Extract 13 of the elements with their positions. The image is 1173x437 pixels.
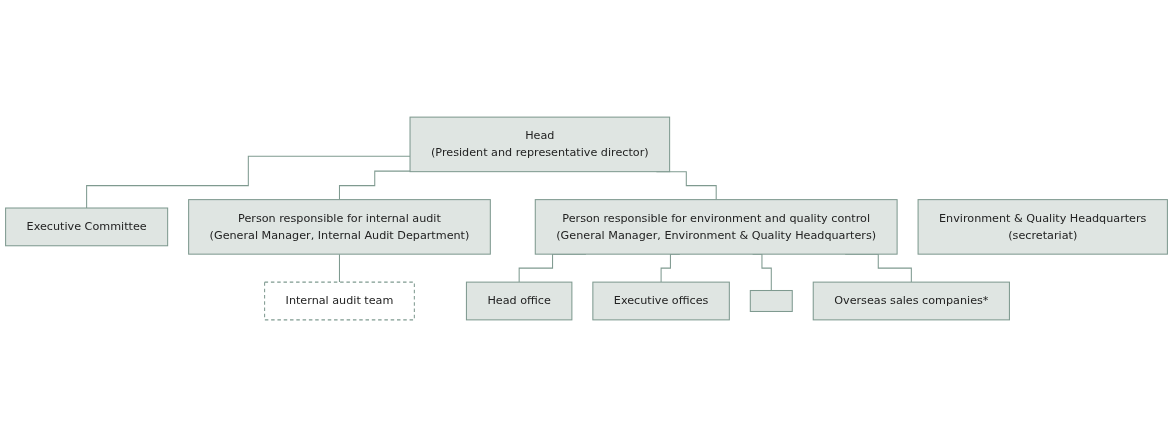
node-box: Person responsible for environment and quality control (General Manager, Environment & Quality Headquarters) — [534, 199, 898, 255]
node-box: Executive offices — [592, 281, 730, 321]
connector — [338, 253, 340, 283]
node-box: Executive Committee — [5, 207, 169, 247]
node-box: Head (President and representative director) — [409, 116, 671, 173]
node-box: Environment & Quality Headquarters (secretariat) — [917, 199, 1168, 255]
node-box — [749, 290, 793, 312]
node-box: Head office — [465, 281, 573, 321]
node-box: Overseas sales companies* — [812, 281, 1010, 321]
node-box: Internal audit team — [264, 281, 415, 321]
node-box: Person responsible for internal audit (General Manager, Internal Audit Department) — [188, 199, 491, 255]
connector — [338, 170, 411, 201]
connector — [86, 155, 411, 209]
